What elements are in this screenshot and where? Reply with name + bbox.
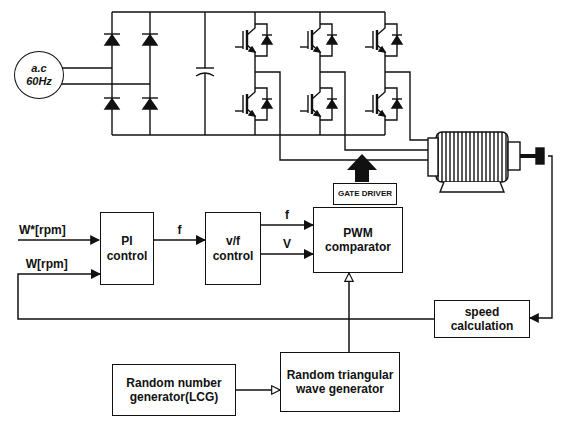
block-text: speed calculation <box>438 305 526 334</box>
igbt-symbol <box>376 94 378 114</box>
diode-symbol <box>327 34 337 35</box>
igbt-symbol <box>311 94 313 114</box>
igbt-symbol <box>246 94 248 114</box>
igbt-symbol <box>377 45 385 72</box>
control-block: v/f control <box>205 212 261 285</box>
igbt-symbol <box>247 72 255 99</box>
signal-name: f <box>177 224 183 237</box>
diode-symbol <box>327 36 337 44</box>
diode-symbol <box>105 35 119 45</box>
control-block: PI control <box>100 212 154 285</box>
diode-symbol <box>262 98 272 99</box>
igbt-symbol <box>300 46 308 47</box>
calculation-block: speed calculation <box>434 300 530 338</box>
signal-connector <box>154 239 205 241</box>
generator-block: Random number generator(LCG) <box>112 364 236 416</box>
block-text: GATE DRIVER <box>338 189 392 199</box>
signal-connector <box>261 253 313 255</box>
block-text: v/f control <box>209 234 257 263</box>
signal-connector <box>348 273 350 352</box>
igbt-symbol <box>377 109 385 135</box>
igbt-symbol <box>312 109 320 135</box>
igbt-symbol <box>377 72 385 99</box>
driver-block: GATE DRIVER <box>333 183 397 205</box>
igbt-symbol <box>246 30 248 50</box>
diode-symbol <box>392 34 402 35</box>
block-text: PWM comparator <box>317 226 399 255</box>
igbt-symbol <box>249 47 255 52</box>
igbt-symbol <box>312 12 320 35</box>
igbt-symbol <box>247 45 255 72</box>
igbt-symbol <box>235 46 243 47</box>
diode-symbol <box>142 97 158 98</box>
diode-symbol <box>143 35 157 45</box>
diode-symbol <box>105 99 119 109</box>
igbt-symbol <box>365 110 373 111</box>
ac-source-circle: a.c 60Hz <box>14 51 64 99</box>
block-text: Random triangular wave generator <box>284 368 396 397</box>
igbt-symbol <box>376 30 378 50</box>
signal-name: W*[rpm] <box>18 224 67 237</box>
igbt-symbol <box>247 109 255 135</box>
igbt-symbol <box>249 111 255 116</box>
igbt-symbol <box>314 111 320 116</box>
diode-symbol <box>392 36 402 44</box>
diode-symbol <box>143 99 157 109</box>
igbt-symbol <box>377 12 385 35</box>
signal-name: f <box>284 209 290 222</box>
igbt-symbol <box>365 46 373 47</box>
signal-connector <box>261 224 313 226</box>
igbt-symbol <box>311 30 313 50</box>
diode-symbol <box>142 33 158 34</box>
diode-symbol <box>262 100 272 108</box>
igbt-symbol <box>300 110 308 111</box>
signal-name: W[rpm] <box>25 258 69 271</box>
block-text: Random number generator(LCG) <box>116 376 232 405</box>
igbt-symbol <box>235 110 243 111</box>
diode-symbol <box>327 100 337 108</box>
igbt-symbol <box>379 111 385 116</box>
diode-symbol <box>104 33 120 34</box>
diode-symbol <box>327 98 337 99</box>
diode-symbol <box>392 98 402 99</box>
diode-symbol <box>392 100 402 108</box>
diode-symbol <box>104 97 120 98</box>
signal-connector <box>236 389 280 391</box>
igbt-symbol <box>314 47 320 52</box>
igbt-symbol <box>379 47 385 52</box>
igbt-symbol <box>247 12 255 35</box>
igbt-symbol <box>312 72 320 99</box>
generator-block: Random triangular wave generator <box>280 352 400 412</box>
diode-symbol <box>262 36 272 44</box>
signal-name: V <box>282 238 292 251</box>
diode-symbol <box>262 34 272 35</box>
block-text: PI control <box>104 234 150 263</box>
block-text: a.c 60Hz <box>18 62 60 88</box>
comparator-block: PWM comparator <box>313 207 403 273</box>
igbt-symbol <box>312 45 320 72</box>
